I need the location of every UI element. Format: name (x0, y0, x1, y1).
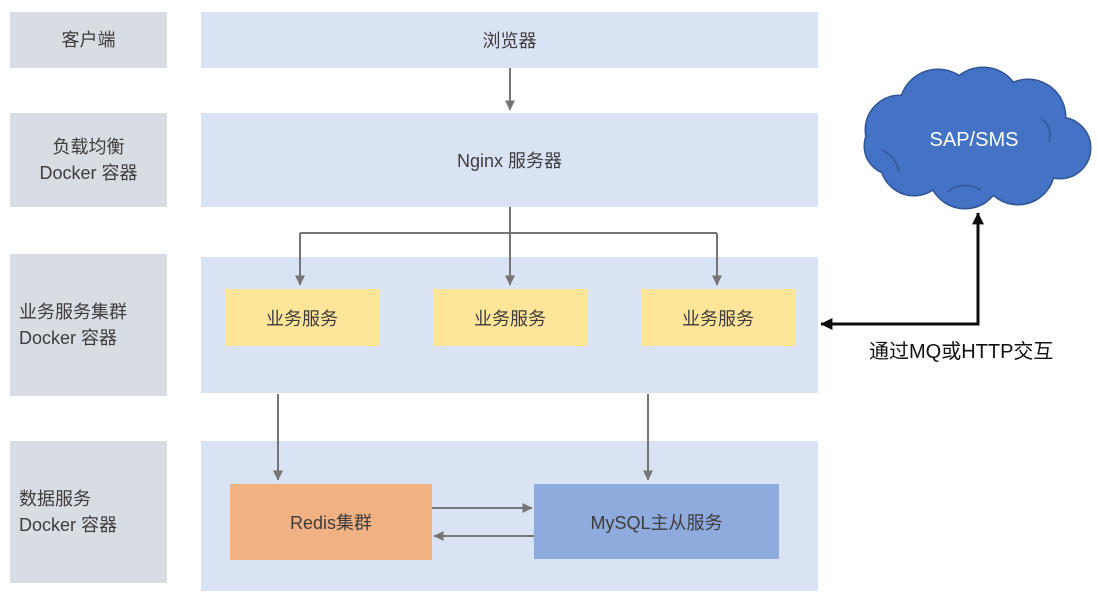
row-label-line: 数据服务 (19, 489, 91, 509)
mq-http-annotation: 通过MQ或HTTP交互 (869, 341, 1054, 363)
nginx-node: Nginx 服务器 (201, 113, 818, 207)
row-label-service-cluster: 业务服务集群 Docker 容器 (10, 254, 167, 396)
redis-node: Redis集群 (230, 484, 432, 560)
service-node-3: 业务服务 (641, 289, 795, 346)
mysql-node: MySQL主从服务 (534, 484, 779, 559)
service-label: 业务服务 (266, 308, 338, 329)
row-label-line: 负载均衡 (52, 137, 125, 157)
cloud-inner-arc (1041, 118, 1051, 143)
cloud-inner-arc (946, 184, 982, 193)
row-label-data-service: 数据服务 Docker 容器 (10, 441, 167, 583)
row-label-client: 客户端 (10, 12, 167, 68)
row-label-line: Docker 容器 (19, 515, 118, 535)
service-node-2: 业务服务 (433, 289, 587, 346)
browser-node: 浏览器 (201, 12, 818, 68)
service-label: 业务服务 (682, 308, 754, 329)
cloud-shape: SAP/SMS (863, 66, 1092, 210)
service-node-1: 业务服务 (225, 289, 379, 346)
row-label-line: 业务服务集群 (19, 302, 127, 322)
mysql-label: MySQL主从服务 (590, 512, 723, 533)
nginx-label: Nginx 服务器 (456, 151, 563, 171)
row-label-line: 客户端 (61, 30, 116, 50)
cloud-label: SAP/SMS (930, 129, 1019, 151)
row-label-line: Docker 容器 (19, 328, 118, 348)
service-label: 业务服务 (474, 308, 546, 329)
arrow-service-cloud-mq (820, 212, 984, 330)
row-label-load-balancer: 负载均衡 Docker 容器 (10, 113, 167, 207)
cloud-inner-arc (881, 149, 900, 173)
row-label-line: Docker 容器 (39, 163, 138, 183)
browser-label: 浏览器 (482, 31, 537, 51)
redis-label: Redis集群 (289, 513, 373, 533)
